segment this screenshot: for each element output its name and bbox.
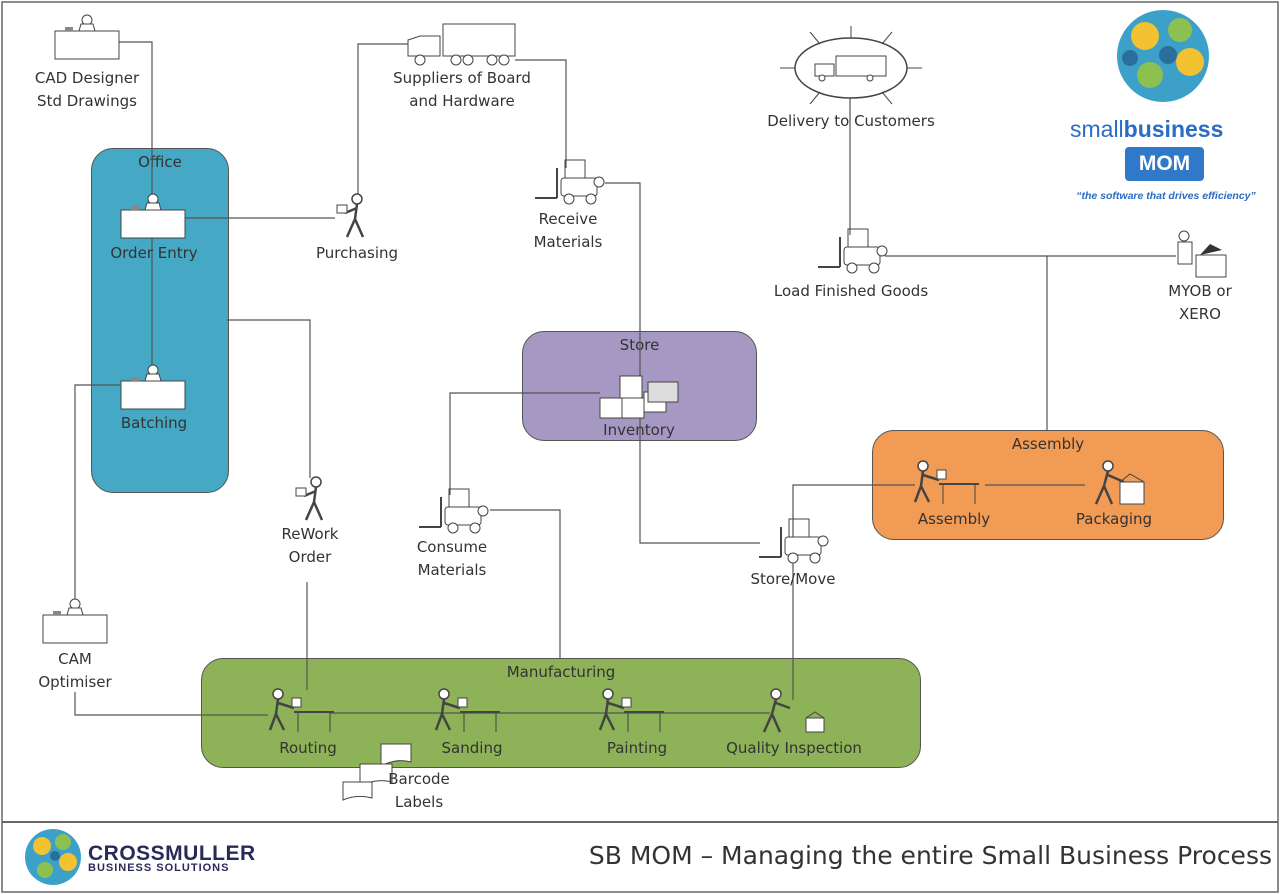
order-entry-desk-icon xyxy=(120,193,186,239)
barcode-labels-icon xyxy=(342,743,412,801)
label-packaging: Packaging xyxy=(1075,510,1153,528)
packaging-worker-icon xyxy=(1094,460,1145,505)
region-manufacturing-title: Manufacturing xyxy=(506,663,616,681)
company-subtitle: BUSINESS SOLUTIONS xyxy=(88,862,230,874)
label-suppliers: Suppliers of Board and Hardware xyxy=(393,69,531,110)
consume-forklift-icon xyxy=(418,488,489,534)
mom-badge: MOM xyxy=(1125,147,1204,181)
region-office-title: Office xyxy=(138,153,182,171)
label-barcode: Barcode Labels xyxy=(388,770,450,811)
label-order-entry: Order Entry xyxy=(110,244,198,262)
store-move-forklift-icon xyxy=(758,518,829,564)
batching-desk-icon xyxy=(120,364,186,410)
page-title: SB MOM – Managing the entire Small Busin… xyxy=(588,841,1272,870)
painting-worker-icon xyxy=(598,687,666,734)
label-batching: Batching xyxy=(120,414,188,432)
label-store-move: Store/Move xyxy=(750,570,836,588)
crossmuller-globe-icon xyxy=(25,829,81,885)
globe-logo-icon xyxy=(1117,10,1209,102)
delivery-globe-icon xyxy=(780,26,922,105)
label-receive: Receive Materials xyxy=(533,210,603,251)
region-assembly-title: Assembly xyxy=(1011,435,1085,453)
inventory-boxes-icon xyxy=(599,375,679,419)
rework-walker-icon xyxy=(294,475,324,522)
assembly-worker-icon xyxy=(913,459,981,506)
logo-small: small xyxy=(1070,116,1124,142)
supplier-truck-icon xyxy=(407,23,516,66)
label-load: Load Finished Goods xyxy=(773,282,929,300)
label-cad: CAD Designer Std Drawings xyxy=(34,69,140,110)
label-quality: Quality Inspection xyxy=(726,739,862,757)
quality-worker-icon xyxy=(762,688,825,733)
label-delivery: Delivery to Customers xyxy=(767,112,935,130)
company-name: CROSSMULLER xyxy=(88,842,256,865)
cam-desk-icon xyxy=(42,598,108,644)
label-sanding: Sanding xyxy=(441,739,503,757)
load-forklift-icon xyxy=(817,228,888,274)
receive-forklift-icon xyxy=(534,159,605,205)
label-purchasing: Purchasing xyxy=(315,244,399,262)
label-inventory: Inventory xyxy=(603,421,675,439)
cad-desk-icon xyxy=(54,14,120,60)
tagline: “the software that drives efficiency” xyxy=(1076,190,1256,202)
purchasing-walker-icon xyxy=(335,192,365,239)
logo-business: business xyxy=(1123,116,1224,142)
sanding-worker-icon xyxy=(434,687,502,734)
label-assembly-step: Assembly xyxy=(917,510,991,528)
label-myob: MYOB or XERO xyxy=(1168,282,1232,323)
label-cam: CAM Optimiser xyxy=(38,650,112,691)
smallbusiness-logo-text: smallbusiness xyxy=(1070,116,1260,143)
label-consume: Consume Materials xyxy=(416,538,488,579)
label-painting: Painting xyxy=(606,739,668,757)
label-rework: ReWork Order xyxy=(281,525,339,566)
routing-worker-icon xyxy=(268,687,336,734)
label-routing: Routing xyxy=(279,739,337,757)
myob-operator-icon xyxy=(1177,230,1227,278)
